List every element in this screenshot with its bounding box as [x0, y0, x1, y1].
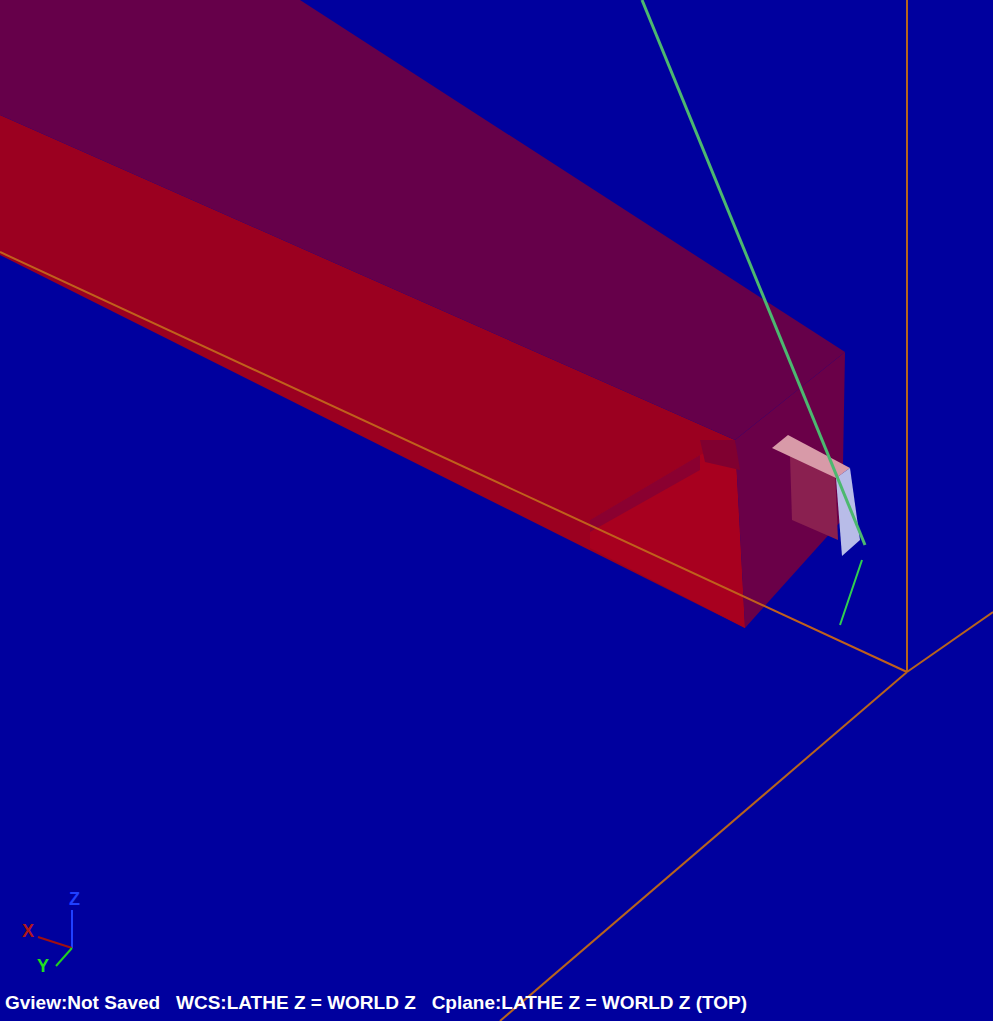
holder-front-face: [735, 352, 845, 628]
axis-label: Z: [69, 890, 80, 908]
axis-line: [500, 672, 907, 1021]
axis-line: [907, 612, 993, 672]
holder-top-face: [0, 0, 845, 440]
status-line: Gview:Not Saved WCS:LATHE Z = WORLD Z Cp…: [5, 993, 747, 1012]
axis-label: Y: [37, 957, 49, 975]
triad-axis: [71, 910, 73, 948]
triad-axis: [38, 937, 72, 948]
holder-notch: [700, 440, 740, 470]
axis-label: X: [22, 922, 34, 940]
toolpath-line: [642, 0, 865, 545]
triad-axis: [56, 948, 72, 966]
holder-step-top: [590, 455, 700, 532]
insert-top: [772, 435, 850, 478]
holder-step: [590, 440, 745, 628]
toolpath-line: [840, 560, 862, 625]
axis-line: [906, 0, 908, 672]
